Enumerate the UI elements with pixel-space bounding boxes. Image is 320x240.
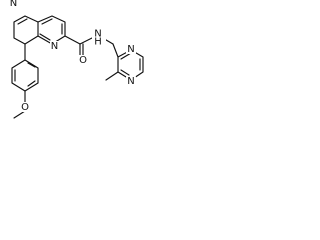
bond-pyrazine-double-2 xyxy=(120,69,130,76)
bond-ch2-to-pyrazine xyxy=(112,43,119,58)
chemical-structure-canvas: N N O N H N N O xyxy=(0,0,148,131)
bond-methyl xyxy=(105,71,119,81)
bond-aryl-double-1 xyxy=(27,62,36,68)
atom-o-amide: O xyxy=(79,55,87,66)
nh-mask xyxy=(92,29,106,45)
pyrazine-n-bottom-mask xyxy=(126,76,136,86)
atom-n-left: N xyxy=(51,41,58,52)
bond-methoxy-methyl xyxy=(13,110,26,119)
bond-core-double-1 xyxy=(17,18,28,25)
atom-h: H xyxy=(94,37,102,48)
n-left-mask xyxy=(50,41,59,51)
bond-core-double-3 xyxy=(39,33,51,41)
bond-amide-nh xyxy=(79,36,95,45)
atom-o-methoxy: O xyxy=(21,102,29,113)
pyrazine-n-top-mask xyxy=(126,44,136,54)
atom-n-pyrazine-bottom: N xyxy=(127,76,134,87)
bond-amide-link xyxy=(64,35,81,45)
atom-n-top: N xyxy=(10,0,17,9)
o-amide-mask xyxy=(78,55,88,65)
bond-core-double-2 xyxy=(41,18,53,25)
bond-core-2 xyxy=(37,15,66,45)
n-top-mask xyxy=(9,0,18,8)
atom-nh: N xyxy=(94,29,101,40)
o-methoxy-mask xyxy=(20,102,30,112)
chemical-structure: N N O N H N N O xyxy=(9,0,144,119)
bond-aryl-double-2 xyxy=(27,80,36,87)
bond-aryl-ring xyxy=(11,59,39,92)
atom-n-pyrazine-top: N xyxy=(127,44,134,55)
